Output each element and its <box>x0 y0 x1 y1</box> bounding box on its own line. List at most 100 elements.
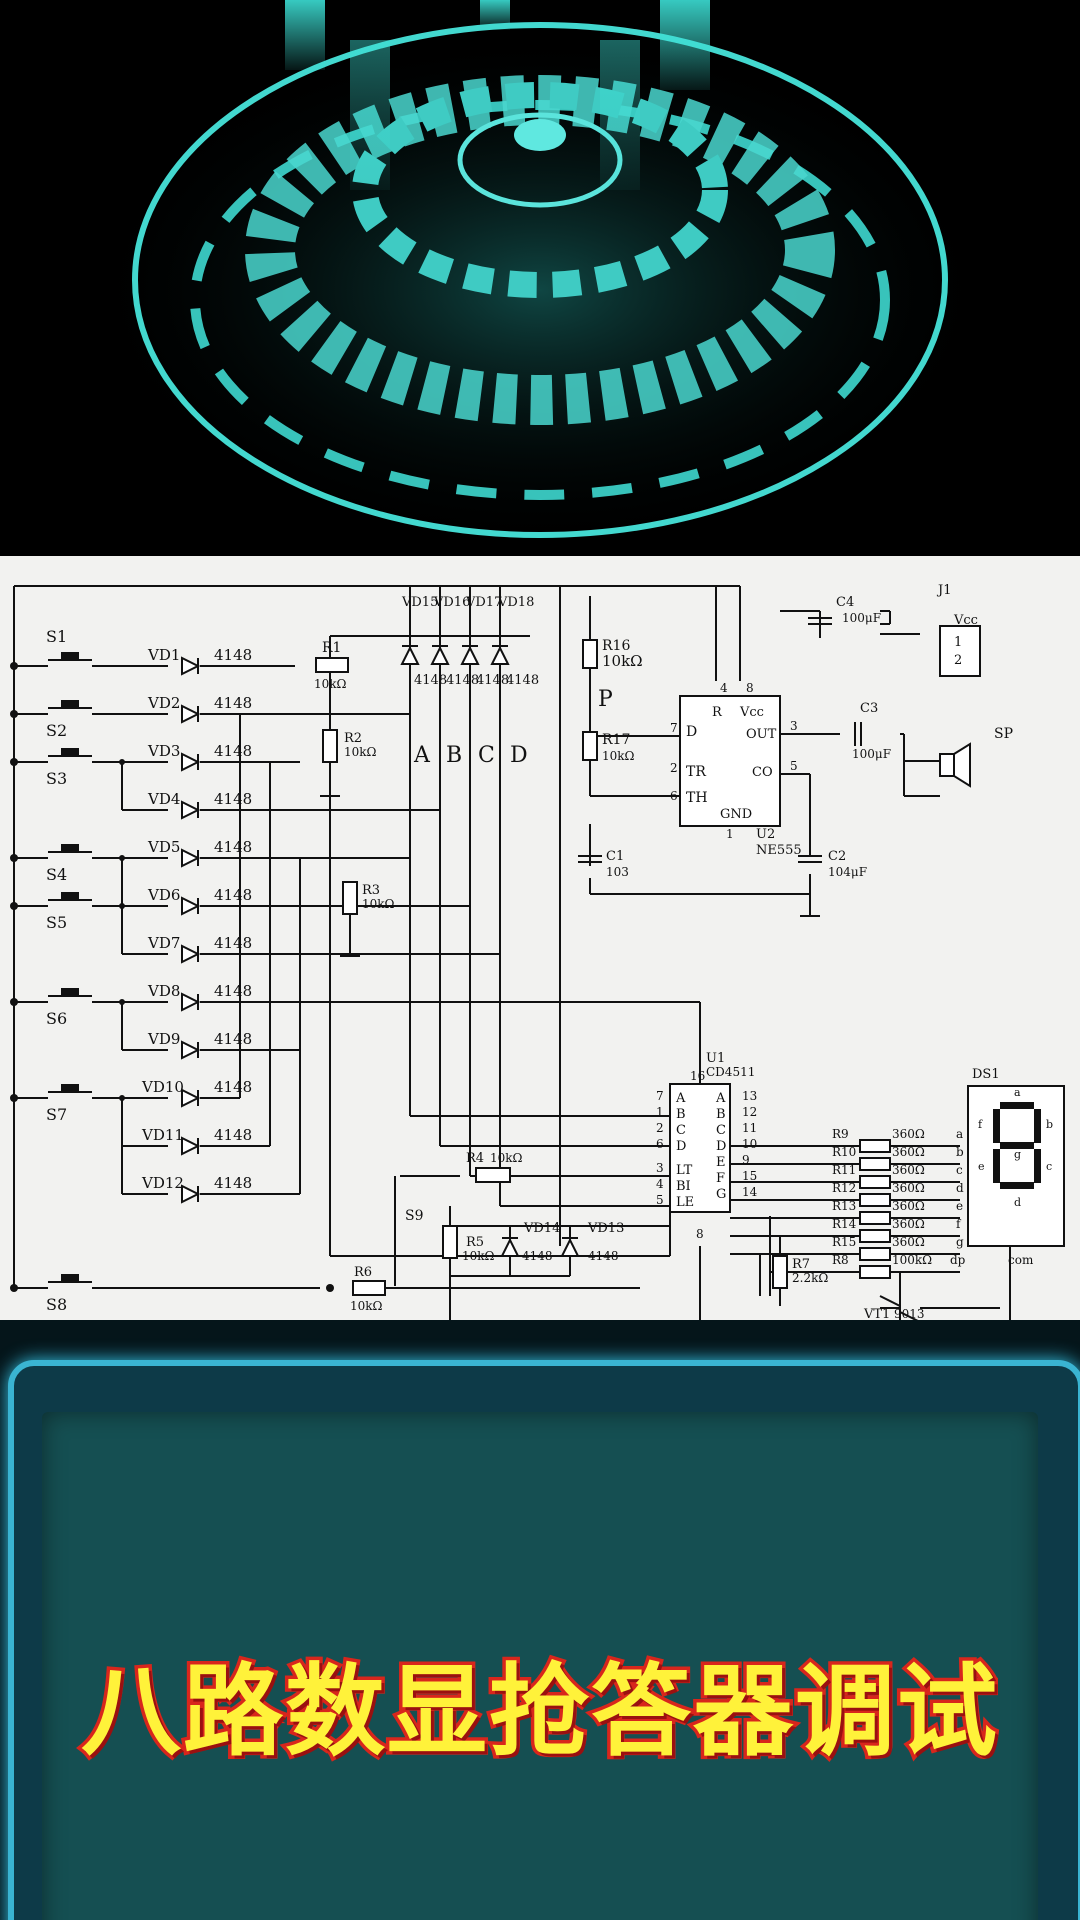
seg-resistor-ref: R15 <box>832 1235 856 1249</box>
connector-pin: 1 <box>954 635 962 650</box>
chip-ref: U2 <box>756 827 775 842</box>
diode-part: 4148 <box>522 1249 553 1263</box>
diode-ref: VD9 <box>147 1030 180 1048</box>
chip-pin-label: D <box>716 1139 726 1154</box>
chip-pin-number: 1 <box>726 827 734 841</box>
chip-pin-label: BI <box>676 1179 691 1194</box>
chip-pin-number: 2 <box>670 761 678 775</box>
capacitor-value: 103 <box>606 865 629 879</box>
seg-resistor-value: 100kΩ <box>892 1253 932 1267</box>
seg-resistor-value: 360Ω <box>892 1217 925 1231</box>
diode-ref: VD11 <box>141 1126 184 1144</box>
diode-part: 4148 <box>214 1126 252 1144</box>
resistor-ref: R1 <box>322 640 341 656</box>
chip-pin-label: F <box>716 1171 725 1186</box>
resistor-value: 10kΩ <box>362 897 395 911</box>
chip-name: CD4511 <box>706 1065 755 1079</box>
transistor-part: 9013 <box>894 1307 925 1320</box>
resistor-value: 10kΩ <box>350 1299 383 1313</box>
chip-pin-label: E <box>716 1155 726 1170</box>
diode-ref: VD5 <box>147 838 180 856</box>
diode-part: 4148 <box>214 886 252 904</box>
bus-label-b: B <box>446 743 462 768</box>
resistor-ref: R7 <box>792 1257 810 1272</box>
display-ref: DS1 <box>972 1067 1000 1082</box>
chip-pin-label: R <box>712 705 723 720</box>
resistor-ref: R6 <box>354 1265 372 1280</box>
chip-pin-label: G <box>716 1187 726 1202</box>
chip-pin-label: A <box>715 1091 726 1106</box>
chip-pin-number: 14 <box>742 1185 758 1199</box>
resistor-ref: R2 <box>344 731 362 746</box>
diode-part: 4148 <box>214 742 252 760</box>
chip-pin-number: 5 <box>656 1193 664 1207</box>
diode-ref: VD12 <box>141 1174 184 1192</box>
speaker-label: SP <box>994 726 1013 742</box>
chip-pin-label: C <box>676 1123 686 1138</box>
seg-letter: dp <box>950 1253 966 1267</box>
resistor-value: 10kΩ <box>602 652 643 670</box>
diode-ref: VD6 <box>147 886 180 904</box>
diode-part: 4148 <box>214 694 252 712</box>
chip-pin-number: 8 <box>746 681 754 695</box>
chip-pin-number: 6 <box>670 789 678 803</box>
chip-pin-number: 11 <box>742 1121 757 1135</box>
chip-pin-label: D <box>686 724 697 740</box>
switch-label-s2: S2 <box>46 721 67 740</box>
seg-resistor-ref: R14 <box>832 1217 857 1231</box>
display-seg-letter: g <box>1014 1148 1021 1161</box>
seg-resistor-value: 360Ω <box>892 1235 925 1249</box>
resistor-ref: R4 <box>466 1151 484 1166</box>
resistor-value: 10kΩ <box>314 677 347 691</box>
diode-part: 4148 <box>214 1078 252 1096</box>
diode-part: 4148 <box>214 790 252 808</box>
display-seg-letter: c <box>1046 1160 1052 1173</box>
seg-resistor-ref: R8 <box>832 1253 849 1267</box>
capacitor-value: 100μF <box>852 747 891 761</box>
switch-label-s8: S8 <box>46 1295 67 1314</box>
schematic-drawing: S1 S2 S3 S4 S5 S6 S7 S8 S9 VD1 4148 VD2 … <box>10 583 1065 1320</box>
capacitor-ref: C4 <box>836 595 854 610</box>
chip-pin-label: B <box>716 1107 726 1122</box>
chip-pin-label: GND <box>720 807 752 822</box>
top-diode-part: 4148 <box>414 673 447 688</box>
chip-pin-label: A <box>675 1091 686 1106</box>
seg-letter: g <box>956 1235 964 1249</box>
chip-pin-label: LT <box>676 1163 693 1178</box>
capacitor-ref: C3 <box>860 701 878 716</box>
resistor-value: 2.2kΩ <box>792 1271 828 1285</box>
diode-ref: VD1 <box>147 646 180 664</box>
seg-resistor-ref: R9 <box>832 1127 849 1141</box>
cd4511-chip <box>669 1083 731 1213</box>
top-diode-part: 4148 <box>506 673 539 688</box>
diode-part: 4148 <box>214 1030 252 1048</box>
chip-ref: U1 <box>706 1051 725 1066</box>
switch-label-s7: S7 <box>46 1105 67 1124</box>
capacitor-ref: C1 <box>606 849 624 864</box>
chip-pin-label: TH <box>686 790 708 806</box>
chip-pin-number: 4 <box>656 1177 664 1191</box>
top-diode-part: 4148 <box>446 673 479 688</box>
seg-resistor-ref: R10 <box>832 1145 856 1159</box>
top-diode-ref: VD18 <box>497 595 534 610</box>
switch-label-s3: S3 <box>46 769 67 788</box>
seg-resistor-value: 360Ω <box>892 1199 925 1213</box>
hero-image <box>0 0 1080 556</box>
chip-pin-number: 1 <box>656 1105 664 1119</box>
chip-pin-number: 4 <box>720 681 728 695</box>
capacitor-value: 104μF <box>828 865 867 879</box>
chip-pin-number: 2 <box>656 1121 664 1135</box>
seg-resistor-ref: R13 <box>832 1199 856 1213</box>
resistor-ref: R16 <box>602 638 630 654</box>
resistor-ref: R17 <box>602 732 630 748</box>
bus-label-a: A <box>413 743 431 768</box>
chip-pin-number: 12 <box>742 1105 757 1119</box>
diode-ref: VD7 <box>147 934 180 952</box>
seg-letter: e <box>956 1199 963 1213</box>
chip-pin-number: 15 <box>742 1169 757 1183</box>
display-seg-letter: f <box>978 1118 983 1131</box>
seg-letter: d <box>956 1181 964 1195</box>
chip-pin-label: CO <box>752 765 773 780</box>
diode-ref: VD4 <box>147 790 180 808</box>
top-diode-ref: VD15 <box>401 595 438 610</box>
